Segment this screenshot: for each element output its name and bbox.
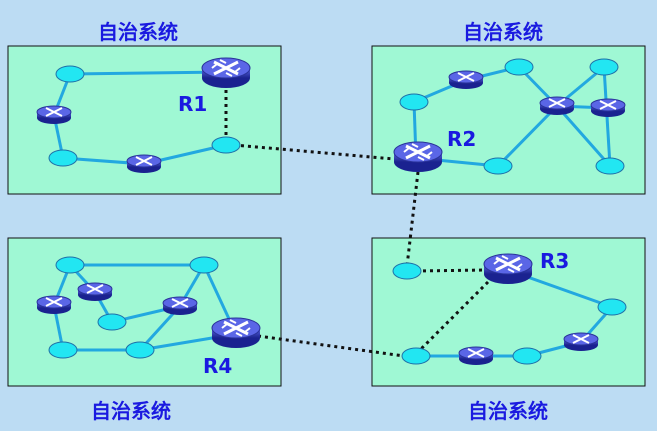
router-r4-label: R4	[203, 354, 233, 378]
router-r4-icon	[210, 316, 262, 350]
router-r1-label: R1	[178, 92, 208, 116]
hosts	[48, 58, 627, 365]
as-title-bottom-left: 自治系统	[91, 399, 171, 423]
router-r2-label: R2	[447, 127, 477, 151]
router-r3-label: R3	[540, 249, 570, 273]
external-links	[224, 90, 490, 358]
internal-links	[52, 65, 614, 358]
router-r3-icon	[482, 252, 534, 286]
as-title-top-left: 自治系统	[98, 20, 178, 44]
as-title-bottom-right: 自治系统	[468, 399, 548, 423]
router-r1-icon	[200, 56, 252, 90]
router-r2-icon	[392, 140, 444, 174]
as-title-top-right: 自治系统	[463, 20, 543, 44]
